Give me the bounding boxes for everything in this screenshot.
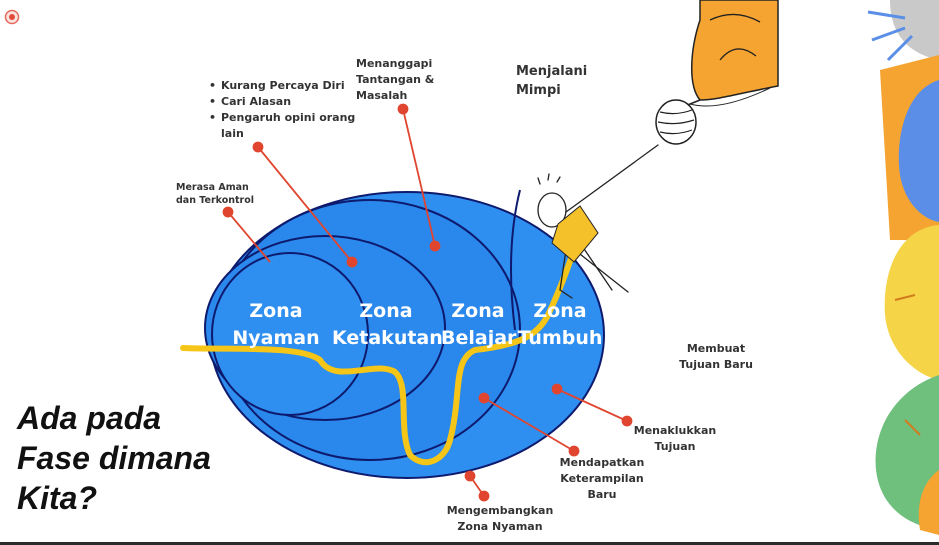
bottom-divider <box>0 542 939 545</box>
label-mendapatkan-keterampilan: Mendapatkan Keterampilan Baru <box>559 456 645 501</box>
pointer-lines <box>222 103 633 502</box>
label-menanggapi-tantangan: Menanggapi Tantangan & Masalah <box>356 57 435 102</box>
fear-reasons-list: Kurang Percaya Diri Cari Alasan Pengaruh… <box>207 78 357 142</box>
sunburst-decoration <box>867 0 939 535</box>
label-merasa-aman: Merasa Aman dan Terkontrol <box>176 182 254 206</box>
zone-label-ketakutan: Zona Ketakutan <box>332 300 443 349</box>
journey-path <box>180 230 583 466</box>
list-item: Kurang Percaya Diri <box>207 78 357 94</box>
label-menaklukkan-tujuan: Menaklukkan Tujuan <box>633 424 717 453</box>
list-item: Cari Alasan <box>207 94 357 110</box>
zone-label-tumbuh: Zona Tumbuh <box>517 300 603 349</box>
zone-nyaman-area <box>211 252 369 416</box>
record-icon[interactable] <box>4 9 20 25</box>
zone-label-belajar: Zona Belajar <box>441 300 517 349</box>
lightbulb-icon <box>655 0 779 145</box>
label-mengembangkan-zona-nyaman: Mengembangkan Zona Nyaman <box>446 504 554 533</box>
kite-shape <box>551 205 599 263</box>
label-menjalani-mimpi: Menjalani Mimpi <box>516 64 588 98</box>
label-membuat-tujuan-baru: Membuat Tujuan Baru <box>679 342 753 371</box>
question-text: Ada pada Fase dimana Kita? <box>17 400 211 516</box>
zone-label-nyaman: Zona Nyaman <box>232 300 320 349</box>
list-item: Pengaruh opini orang lain <box>207 110 357 142</box>
